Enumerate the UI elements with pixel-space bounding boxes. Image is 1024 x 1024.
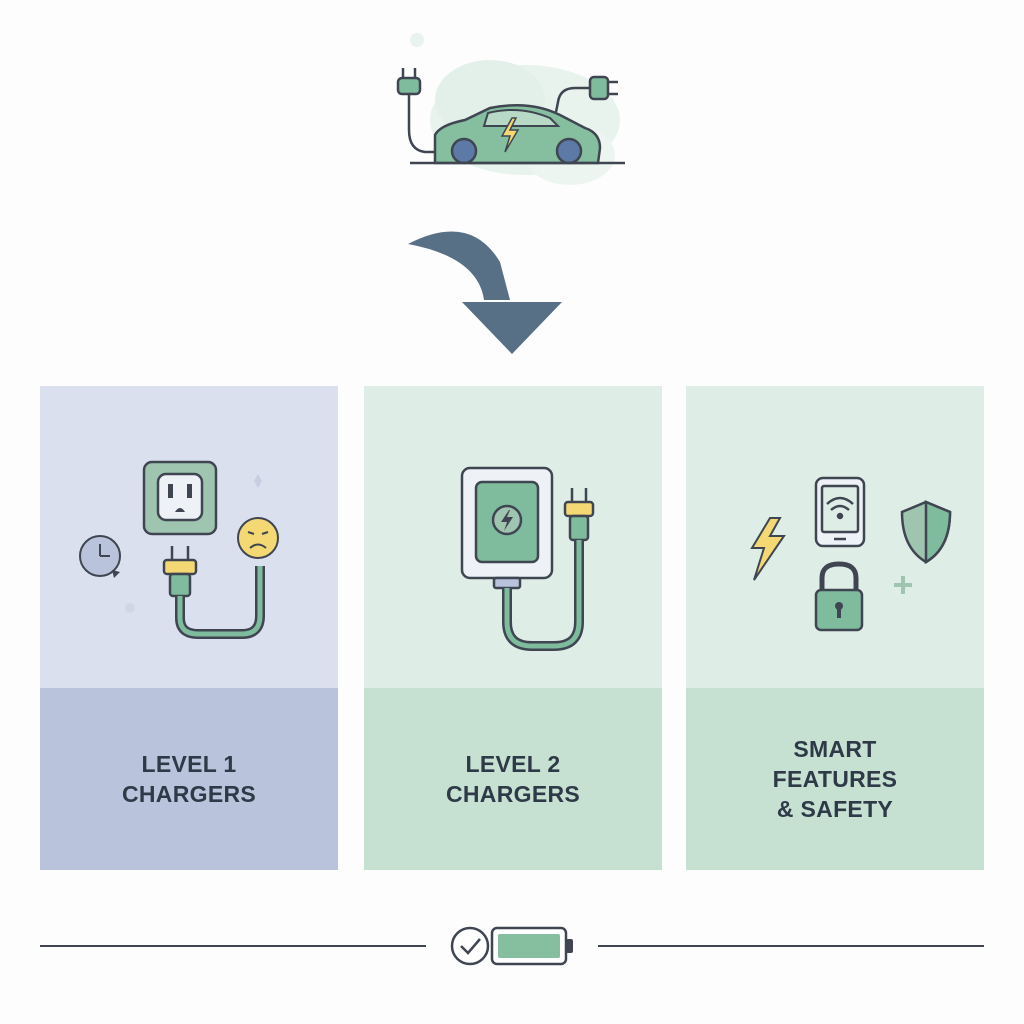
wall-charger-icon xyxy=(460,466,554,590)
panel-smart-features: SMART FEATURES & SAFETY xyxy=(686,386,984,870)
panel-level-2-label-area: LEVEL 2 CHARGERS xyxy=(364,688,662,870)
panel-smart-features-label-line2: FEATURES xyxy=(772,766,898,792)
plug-cable-icon xyxy=(502,488,595,651)
panel-level-2-art xyxy=(460,466,595,651)
ev-charging-illustration xyxy=(396,33,625,185)
plug-right-icon xyxy=(554,75,618,113)
panel-smart-features-label-area: SMART FEATURES & SAFETY xyxy=(686,688,984,870)
panel-smart-features-label-line3: & SAFETY xyxy=(776,796,894,822)
clock-icon xyxy=(79,535,121,578)
footer-status xyxy=(450,926,573,966)
panel-level-2-label-line1: LEVEL 2 xyxy=(465,751,561,777)
plus-icon xyxy=(894,576,912,594)
checkmark-icon xyxy=(450,926,490,966)
sad-face-icon xyxy=(237,517,279,559)
footer-divider-right xyxy=(598,945,984,947)
car-icon xyxy=(433,103,602,165)
panel-level-1: LEVEL 1 CHARGERS xyxy=(40,386,338,870)
battery-icon xyxy=(490,926,573,966)
plug-left-icon xyxy=(396,68,450,154)
panel-level-1-label-line1: LEVEL 1 xyxy=(141,751,237,777)
shield-icon xyxy=(900,500,952,565)
wall-outlet-icon xyxy=(142,460,218,536)
panel-level-2: LEVEL 2 CHARGERS xyxy=(364,386,662,870)
smartphone-wifi-icon xyxy=(814,476,866,548)
curved-arrow-down-icon xyxy=(408,231,562,354)
plug-cable-icon xyxy=(162,546,265,639)
panel-level-1-label-line2: CHARGERS xyxy=(121,781,257,807)
lightning-icon xyxy=(750,517,786,581)
lightning-bolt-icon xyxy=(500,117,520,153)
panel-level-1-art xyxy=(79,460,279,639)
footer-divider-left xyxy=(40,945,426,947)
panel-level-1-label-area: LEVEL 1 CHARGERS xyxy=(40,688,338,870)
dot-decoration xyxy=(125,603,135,613)
panel-level-2-label-line2: CHARGERS xyxy=(445,781,581,807)
sparkle-icon xyxy=(254,474,262,488)
panel-smart-features-label-line1: SMART xyxy=(793,736,877,762)
panel-smart-features-art xyxy=(750,476,952,632)
padlock-icon xyxy=(814,561,864,632)
